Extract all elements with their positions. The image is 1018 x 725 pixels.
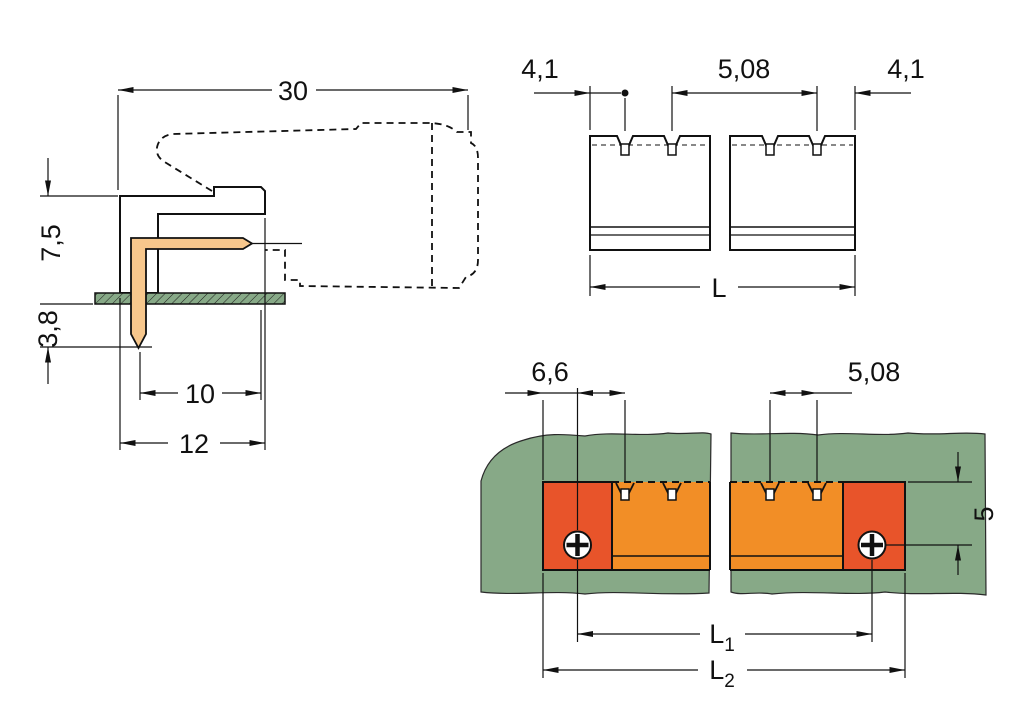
dim-L1-label: L1 <box>709 619 735 656</box>
top-view: 6,6 5,08 5 L1 <box>480 357 999 692</box>
front-view: 4,1 5,08 4,1 L <box>521 54 925 303</box>
dim-3-8-label: 3,8 <box>33 310 63 348</box>
dim-L1: L1 <box>576 560 873 656</box>
screw-left <box>563 530 592 560</box>
pcb-section <box>94 292 286 305</box>
dim-3-8: 3,8 <box>33 303 152 384</box>
pin-contact <box>620 143 630 156</box>
pin-contact <box>667 143 677 156</box>
mating-plug-outline <box>155 122 479 289</box>
pin-contact <box>765 488 775 501</box>
dim-L2-label: L2 <box>709 655 735 692</box>
dim-L: L <box>589 255 856 303</box>
dim-origin-dot <box>621 89 629 97</box>
pin-contact <box>812 143 822 156</box>
dim-7-5-label: 7,5 <box>36 224 66 262</box>
dim-5-08-front-label: 5,08 <box>718 54 771 84</box>
dim-12: 12 <box>119 218 266 459</box>
dim-4-1-right-label: 4,1 <box>887 54 925 84</box>
dim-30-label: 30 <box>278 76 308 106</box>
pin-contact <box>765 143 775 156</box>
dim-6-6: 6,6 <box>505 357 626 530</box>
dim-5-08-top: 5,08 <box>769 357 901 481</box>
dim-4-1-right: 4,1 <box>854 54 925 130</box>
screw-right <box>857 530 887 560</box>
dim-10-label: 10 <box>185 379 215 409</box>
solder-pin <box>130 237 254 350</box>
dim-6-6-label: 6,6 <box>531 357 569 387</box>
dim-10: 10 <box>139 310 262 409</box>
pin-contact <box>667 488 677 501</box>
dim-5-label: 5 <box>969 506 999 521</box>
dim-12-label: 12 <box>179 429 209 459</box>
body-top-right <box>730 482 843 570</box>
dim-4-1-left-label: 4,1 <box>521 54 559 84</box>
side-section-view: 30 7,5 3,8 10 12 <box>33 76 479 459</box>
dim-5-08-front: 5,08 <box>671 54 818 131</box>
dim-7-5: 7,5 <box>36 158 118 262</box>
dim-4-1-left: 4,1 <box>521 54 629 131</box>
pin-contact <box>812 488 822 501</box>
dim-L-label: L <box>711 273 726 303</box>
dim-5-08-top-label: 5,08 <box>848 357 901 387</box>
pin-contact <box>620 488 630 501</box>
dim-30: 30 <box>117 76 469 190</box>
dim-L2: L2 <box>542 573 906 692</box>
dim-5: 5 <box>886 452 999 575</box>
